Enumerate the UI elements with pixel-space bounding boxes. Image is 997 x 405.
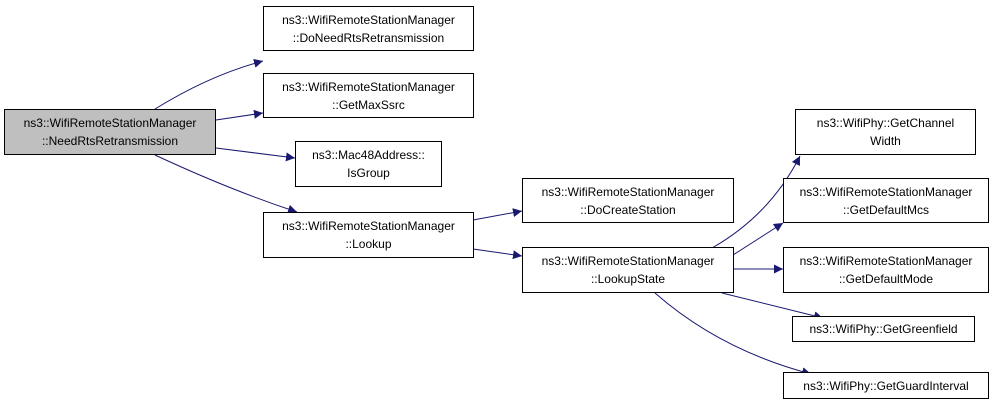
node-label-line1: ns3::WifiRemoteStationManager xyxy=(799,254,973,268)
node-label-line1: ns3::WifiRemoteStationManager xyxy=(799,184,973,199)
node-label-line2: ::GetMaxSsrc xyxy=(332,97,405,112)
node-get-guard-interval[interactable]: ns3::WifiPhy::GetGuardInterval xyxy=(783,372,989,399)
node-do-need-rts-retransmission[interactable]: ns3::WifiRemoteStationManager ::DoNeedRt… xyxy=(263,6,474,51)
node-lookup[interactable]: ns3::WifiRemoteStationManager ::Lookup xyxy=(263,212,474,258)
node-label-line2: ::LookupState xyxy=(590,272,666,286)
edge-lookup-to-do-create-station xyxy=(472,208,523,221)
edge-lookup-state-to-get-guard-interval xyxy=(654,292,812,377)
edge-need-rts-to-is-group xyxy=(215,147,296,162)
edge-lookup-state-to-get-channel-width xyxy=(711,155,801,249)
node-is-group[interactable]: ns3::Mac48Address:: IsGroup xyxy=(295,141,442,187)
node-label-line2: ::GetDefaultMcs xyxy=(842,202,930,217)
edge-need-rts-to-lookup xyxy=(154,154,298,214)
node-label-line2: Width xyxy=(870,134,901,148)
node-label-line2: ::DoNeedRtsRetransmission xyxy=(292,30,445,45)
node-label-line2: ::DoCreateStation xyxy=(580,202,676,217)
node-label-line2: ::Lookup xyxy=(345,237,392,251)
node-get-default-mode[interactable]: ns3::WifiRemoteStationManager ::GetDefau… xyxy=(783,247,989,293)
edge-need-rts-to-get-max-ssrc xyxy=(215,109,264,121)
node-get-default-mcs[interactable]: ns3::WifiRemoteStationManager ::GetDefau… xyxy=(783,178,989,223)
edge-lookup-to-lookup-state xyxy=(472,248,523,260)
node-label-line2: ::GetDefaultMode xyxy=(838,272,934,286)
edge-need-rts-to-do-need-rts xyxy=(154,58,264,110)
node-get-max-ssrc[interactable]: ns3::WifiRemoteStationManager ::GetMaxSs… xyxy=(263,73,474,118)
node-label-line2: IsGroup xyxy=(347,166,390,180)
node-label-line1: ns3::WifiRemoteStationManager xyxy=(23,116,197,130)
node-label-line1: ns3::WifiRemoteStationManager xyxy=(282,79,455,94)
node-lookup-state[interactable]: ns3::WifiRemoteStationManager ::LookupSt… xyxy=(522,247,734,293)
node-label-line1: ns3::WifiPhy::GetGuardInterval xyxy=(803,378,969,393)
node-label-line1: ns3::WifiRemoteStationManager xyxy=(541,254,715,268)
node-label-line1: ns3::WifiRemoteStationManager xyxy=(282,219,455,233)
edge-lookup-state-to-get-greenfield xyxy=(721,292,824,321)
node-label-line1: ns3::WifiPhy::GetChannel xyxy=(816,116,955,130)
node-need-rts-retransmission[interactable]: ns3::WifiRemoteStationManager ::NeedRtsR… xyxy=(4,109,216,155)
edge-lookup-state-to-get-default-mcs xyxy=(732,222,784,256)
node-label-line1: ns3::WifiRemoteStationManager xyxy=(541,184,715,199)
node-label-line1: ns3::Mac48Address:: xyxy=(312,148,425,162)
node-label-line1: ns3::WifiRemoteStationManager xyxy=(282,12,455,27)
node-label-line2: ::NeedRtsRetransmission xyxy=(41,134,179,148)
node-get-channel-width[interactable]: ns3::WifiPhy::GetChannel Width xyxy=(795,109,976,155)
node-get-greenfield[interactable]: ns3::WifiPhy::GetGreenfield xyxy=(792,316,975,342)
node-do-create-station[interactable]: ns3::WifiRemoteStationManager ::DoCreate… xyxy=(522,178,734,223)
node-label-line1: ns3::WifiPhy::GetGreenfield xyxy=(809,322,958,336)
